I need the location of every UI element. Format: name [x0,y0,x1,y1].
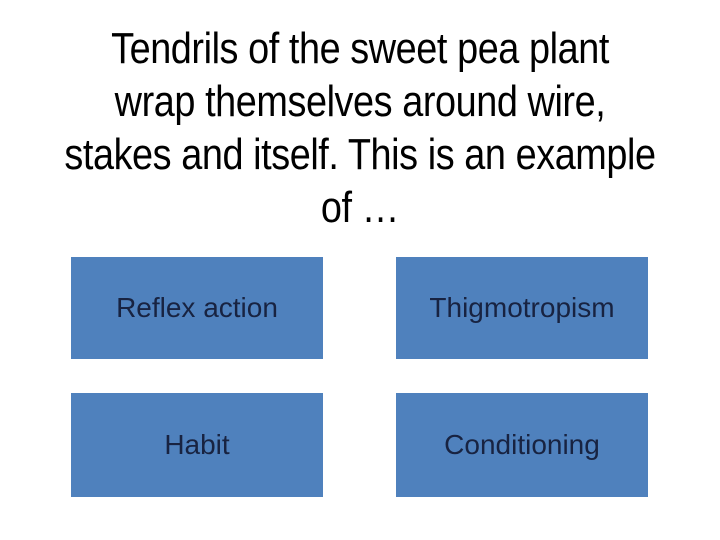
answer-option-label: Thigmotropism [429,292,615,323]
answer-option-label: Conditioning [444,429,600,460]
question-title-line: Tendrils of the sweet pea plant [111,24,609,73]
answer-option-reflex-action[interactable]: Reflex action [71,257,323,359]
answer-option-thigmotropism[interactable]: Thigmotropism [396,257,648,359]
question-title: Tendrils of the sweet pea plant wrap the… [50,22,669,234]
question-title-line: of … [320,183,400,232]
answer-option-label: Reflex action [116,292,278,323]
answer-option-habit[interactable]: Habit [71,393,323,497]
answer-option-label: Habit [164,429,230,460]
answer-option-conditioning[interactable]: Conditioning [396,393,648,497]
question-title-line: wrap themselves around wire, [114,77,606,126]
question-title-line: stakes and itself. This is an example [64,130,656,179]
